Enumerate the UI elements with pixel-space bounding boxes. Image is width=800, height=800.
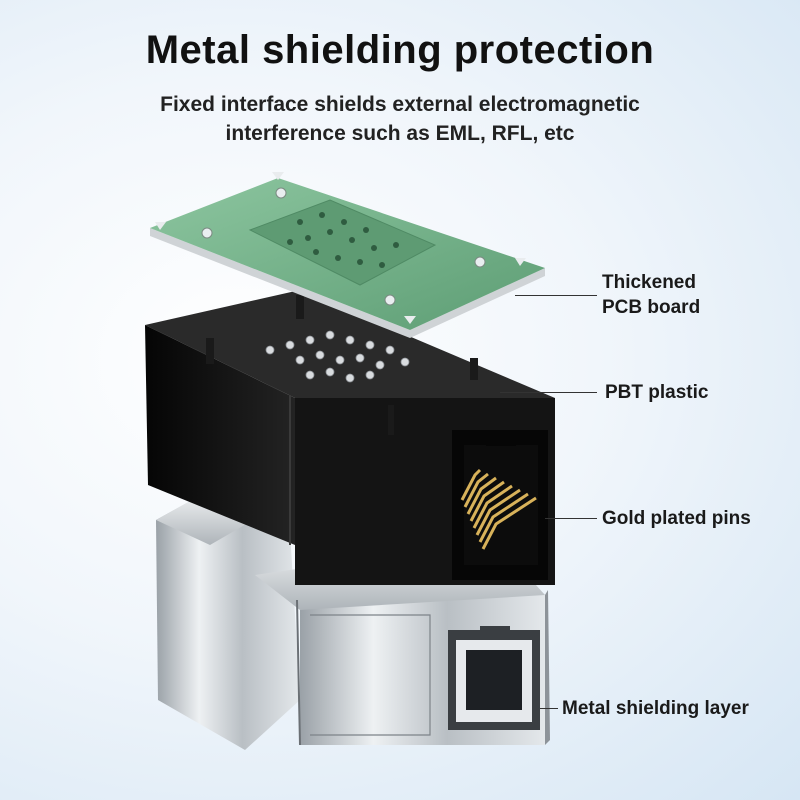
- callout-gold-pins: Gold plated pins: [602, 508, 751, 529]
- leader-line-pins: [545, 518, 597, 519]
- leader-line-plastic: [500, 392, 597, 393]
- callout-pcb-line-2: PCB board: [602, 297, 701, 318]
- top-pins: [265, 330, 410, 383]
- leader-line-pcb: [515, 295, 597, 296]
- callout-metal-shield: Metal shielding layer: [562, 698, 749, 719]
- leader-line-shield: [540, 708, 558, 709]
- subtitle-line-1: Fixed interface shields external electro…: [160, 93, 640, 116]
- page-title: Metal shielding protection: [145, 28, 655, 72]
- callout-pcb-board: Thickened PCB board: [602, 270, 700, 320]
- callout-pcb-line-1: Thickened: [602, 272, 696, 293]
- pcb-board: [150, 172, 545, 338]
- gold-plated-pins: [460, 468, 537, 550]
- subtitle-line-2: interference such as EML, RFL, etc: [225, 122, 575, 145]
- page-subtitle: Fixed interface shields external electro…: [100, 90, 700, 148]
- callout-pbt-plastic: PBT plastic: [605, 382, 709, 403]
- pbt-plastic-housing: [145, 290, 555, 585]
